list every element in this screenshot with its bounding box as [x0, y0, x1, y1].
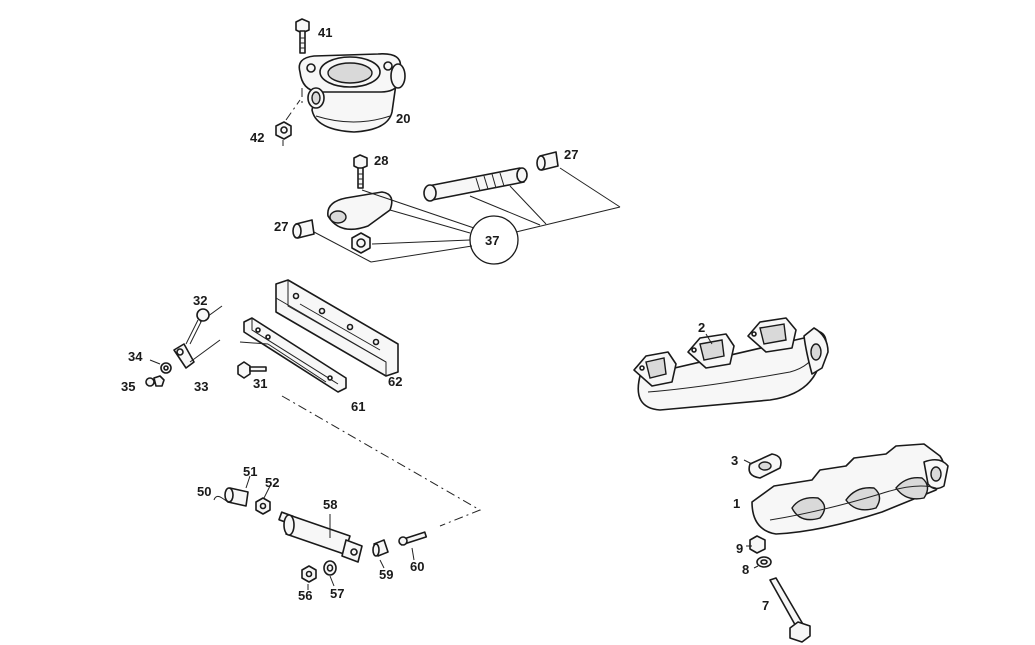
washer-57	[323, 560, 337, 576]
bolt-41	[295, 18, 310, 54]
callout-61: 61	[351, 399, 365, 414]
bushing-27-right	[536, 151, 559, 171]
callout-1: 1	[733, 496, 740, 511]
callout-59: 59	[379, 567, 393, 582]
bushing-59	[372, 539, 389, 557]
bolt-7	[769, 577, 811, 643]
callout-31: 31	[253, 376, 267, 391]
exhaust-manifold-2	[633, 317, 829, 411]
nut-42	[275, 121, 292, 140]
callout-28: 28	[374, 153, 388, 168]
mounting-bracket-61	[243, 317, 347, 393]
callout-37: 37	[485, 233, 499, 248]
callout-32: 32	[193, 293, 207, 308]
nut-35	[145, 375, 165, 387]
washer-8	[756, 556, 772, 568]
callout-51: 51	[243, 464, 257, 479]
ball-joint-32	[185, 308, 210, 345]
callout-34: 34	[128, 349, 143, 364]
nut-37	[351, 232, 371, 254]
exhaust-manifold-1	[751, 443, 949, 535]
callout-57: 57	[330, 586, 344, 601]
callout-27-left: 27	[274, 219, 288, 234]
lever-arm	[327, 191, 393, 231]
callout-7: 7	[762, 598, 769, 613]
nut-56	[301, 565, 317, 583]
callout-52: 52	[265, 475, 279, 490]
nut-52	[255, 497, 271, 515]
bushing-27-left	[292, 219, 315, 239]
callout-58: 58	[323, 497, 337, 512]
sleeve-51	[224, 487, 249, 507]
lever-33	[173, 339, 221, 369]
splined-shaft	[423, 167, 528, 202]
callout-50: 50	[197, 484, 211, 499]
housing-20	[298, 53, 406, 133]
callout-42: 42	[250, 130, 264, 145]
callout-20: 20	[396, 111, 410, 126]
washer-34	[160, 362, 172, 374]
callout-60: 60	[410, 559, 424, 574]
gasket-3	[748, 453, 782, 479]
callout-33: 33	[194, 379, 208, 394]
screw-60	[398, 531, 428, 546]
bolt-28	[353, 154, 368, 189]
callout-41: 41	[318, 25, 332, 40]
callout-3: 3	[731, 453, 738, 468]
bolt-31	[237, 361, 267, 379]
callout-2: 2	[698, 320, 705, 335]
callout-8: 8	[742, 562, 749, 577]
callout-35: 35	[121, 379, 135, 394]
nut-9	[749, 535, 766, 554]
callout-9: 9	[736, 541, 743, 556]
callout-62: 62	[388, 374, 402, 389]
gas-cylinder-58	[278, 511, 363, 563]
callout-56: 56	[298, 588, 312, 603]
callout-27-right: 27	[564, 147, 578, 162]
pin-50	[213, 495, 229, 503]
channel-rail-62	[275, 279, 399, 377]
